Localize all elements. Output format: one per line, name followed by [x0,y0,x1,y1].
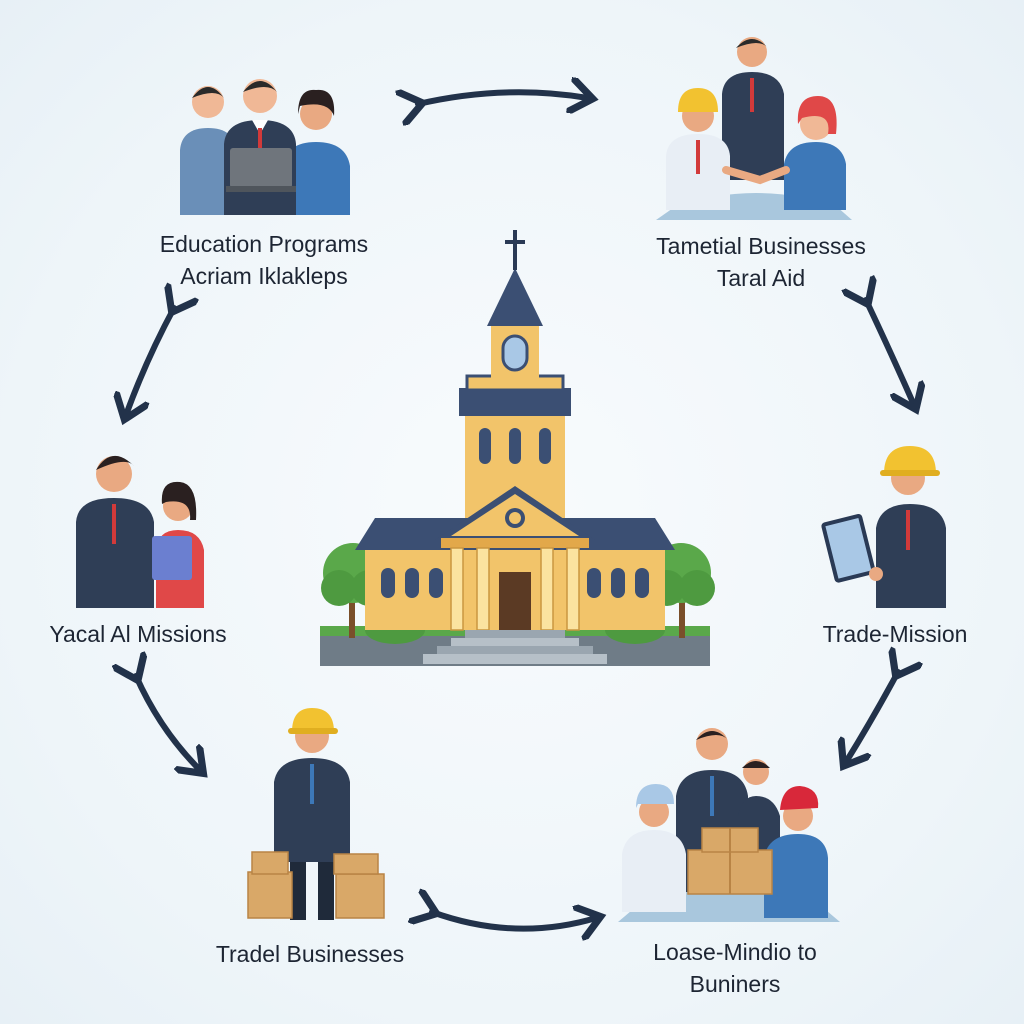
label-line-2: Buniners [620,968,850,1000]
node-label-bottom-right: Loase-Mindio to Buniners [620,936,850,1000]
team-laptop-illustration [160,70,360,220]
label-line-1: Tametial Businesses [636,230,886,262]
label-line-1: Trade-Mission [800,618,990,650]
consultation-illustration [72,440,212,610]
trader-boxes-illustration [240,702,390,922]
label-line-1: Yacal Al Missions [28,618,248,650]
label-line-1: Loase-Mindio to [620,936,850,968]
label-line-1: Tradel Businesses [190,938,430,970]
arrow-top [418,92,588,104]
node-label-top-right: Tametial Businesses Taral Aid [636,230,886,294]
arrow-bottom [432,912,596,929]
tablet-worker-illustration [820,440,950,610]
delivery-team-illustration [614,722,844,922]
arrow-top-left [126,308,174,415]
label-line-2: Acriam Iklakleps [144,260,384,292]
label-line-2: Taral Aid [636,262,886,294]
handshake-team-illustration [656,30,856,220]
arrow-top-right [866,300,914,405]
church-building-icon [315,228,715,668]
arrow-left-bottom [136,676,200,770]
node-label-top-left: Education Programs Acriam Iklakleps [144,228,384,292]
node-label-left: Yacal Al Missions [28,618,248,650]
label-line-1: Education Programs [144,228,384,260]
node-label-right: Trade-Mission [800,618,990,650]
node-label-bottom-left: Tradel Businesses [190,938,430,970]
arrow-right-bottom [846,672,898,762]
